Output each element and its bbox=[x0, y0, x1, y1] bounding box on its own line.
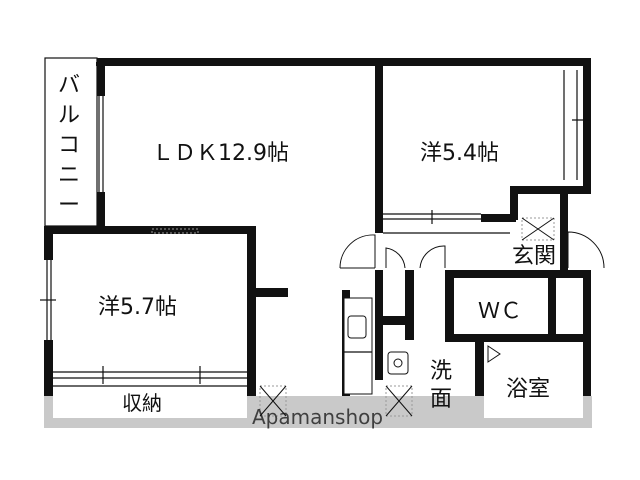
balcony-char-5: ー bbox=[58, 193, 80, 218]
kitchen-sink bbox=[347, 315, 367, 339]
wall-wash-inner bbox=[383, 316, 405, 325]
balcony-char-4: ニ bbox=[58, 163, 80, 188]
wall-entrance-notch bbox=[510, 186, 591, 194]
wall-wc-left bbox=[445, 270, 454, 342]
wall-wc-right bbox=[548, 270, 556, 342]
room-entrance: 玄関 bbox=[512, 244, 556, 269]
door-entrance-hall bbox=[419, 245, 446, 269]
wall-ldk-left-lower bbox=[97, 192, 105, 226]
wall-west-b-top bbox=[44, 226, 249, 234]
room-western-a: 洋5.4帖 bbox=[420, 141, 499, 166]
wall-west-a-right bbox=[583, 58, 591, 186]
wall-wc-top bbox=[445, 270, 591, 278]
balcony-char-3: コ bbox=[58, 133, 80, 158]
balcony-char-2: ル bbox=[58, 103, 80, 128]
watermark: Apamanshop bbox=[252, 405, 383, 429]
door-west-b bbox=[339, 234, 376, 269]
wall-ldk-divider bbox=[375, 58, 383, 233]
room-western-b: 洋5.7帖 bbox=[98, 295, 177, 320]
wall-wash-left bbox=[375, 270, 383, 380]
bath-marker bbox=[487, 345, 501, 363]
door-wash bbox=[385, 247, 406, 269]
wall-west-b-left-upper bbox=[44, 226, 53, 260]
room-ldk: ＬＤＫ12.9帖 bbox=[152, 141, 289, 166]
wall-stub bbox=[256, 288, 288, 297]
wall-right-lower bbox=[560, 186, 568, 270]
door-entrance bbox=[567, 231, 605, 269]
wall-bath-left bbox=[475, 342, 484, 396]
room-storage: 収納 bbox=[122, 391, 162, 415]
room-bathroom: 浴室 bbox=[506, 377, 550, 402]
wall-top bbox=[97, 58, 591, 66]
kitchen-counter bbox=[343, 297, 373, 395]
wall-west-b-left-lower bbox=[44, 340, 53, 396]
room-washroom-1: 洗 bbox=[430, 359, 452, 384]
wall-notch-left bbox=[510, 186, 518, 220]
wall-west-a-bottom bbox=[481, 214, 516, 222]
wall-wc-bottom bbox=[445, 334, 591, 342]
wall-far-right bbox=[583, 270, 591, 396]
wall-west-b-right bbox=[247, 226, 256, 396]
room-washroom-2: 面 bbox=[430, 387, 452, 412]
wall-ldk-left-upper bbox=[97, 58, 105, 96]
room-wc: ＷＣ bbox=[478, 299, 522, 324]
wall-wash-mid bbox=[405, 270, 414, 340]
balcony-char-1: バ bbox=[58, 73, 80, 98]
